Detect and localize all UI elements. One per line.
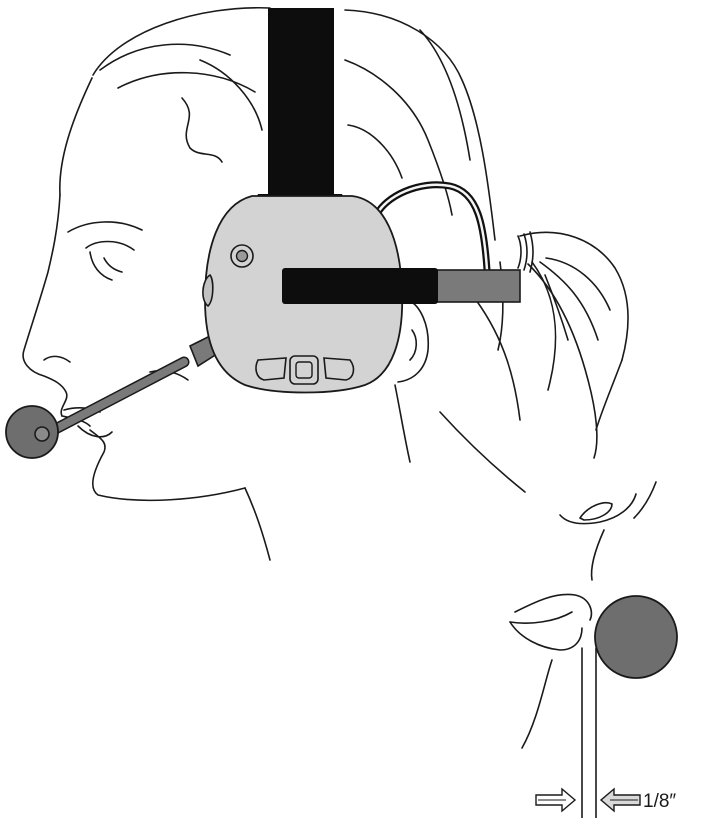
gap-guide-lines	[582, 648, 596, 818]
headband-slider-arm	[282, 268, 520, 304]
headband	[253, 8, 347, 206]
arrow-left-icon	[601, 789, 640, 811]
microphone-capsule	[6, 406, 58, 458]
detail-microphone-capsule	[595, 596, 677, 678]
control-buttons	[256, 356, 353, 384]
neck-outline	[395, 300, 525, 492]
ponytail	[498, 232, 628, 458]
arrow-right-icon	[536, 789, 575, 811]
microphone-boom	[42, 335, 220, 436]
gap-measurement-label: 1/8″	[643, 791, 676, 812]
